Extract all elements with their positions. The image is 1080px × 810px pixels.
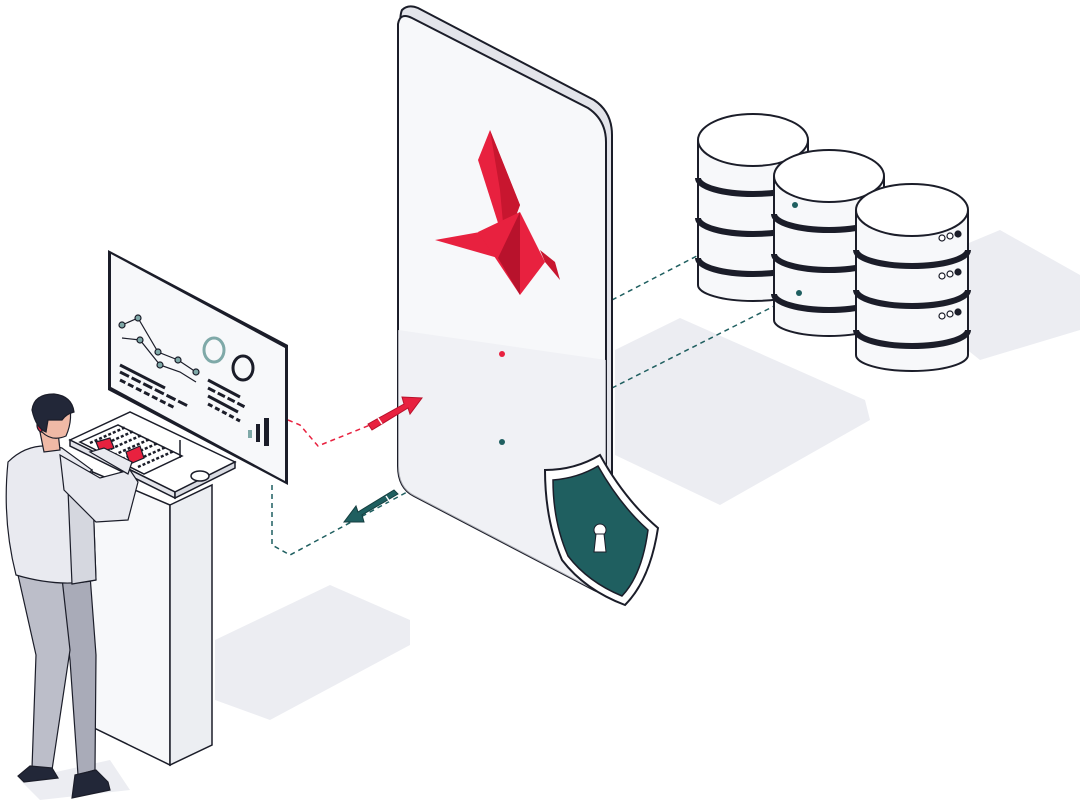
indicator-light <box>946 232 954 240</box>
bar <box>248 430 252 438</box>
text-line <box>119 378 176 410</box>
monitor-screen <box>111 254 285 481</box>
user-icon <box>5 393 145 799</box>
chart-point <box>192 368 200 376</box>
terminal-shadow <box>215 585 410 720</box>
terminal-pedestal-side <box>169 483 213 767</box>
bird-head <box>540 250 560 280</box>
server-c-top <box>855 183 969 237</box>
screen-donut-charts <box>202 336 255 382</box>
person-shoe-back <box>71 769 111 799</box>
donut-chart <box>202 336 226 364</box>
server-b-top <box>773 149 885 203</box>
database-servers <box>695 113 971 372</box>
screen-line-chart <box>118 314 200 383</box>
text-line <box>119 363 166 390</box>
chart-point <box>154 348 162 356</box>
incoming-port-dot <box>499 439 505 445</box>
person-hair <box>31 393 75 433</box>
server-a-top <box>697 113 809 167</box>
screen-text-lines <box>119 363 246 423</box>
indicator-light <box>946 270 954 278</box>
incoming-connection-line <box>271 441 501 556</box>
bar <box>264 418 269 446</box>
text-line <box>207 394 239 414</box>
person-arm <box>59 453 139 523</box>
chart-point <box>174 356 182 364</box>
chart-point <box>156 361 164 369</box>
chart-point <box>118 321 126 329</box>
ground-shadows <box>20 230 1080 800</box>
server-c-body <box>855 210 969 372</box>
indicator-light <box>954 230 962 238</box>
dashboard-screen-icon <box>108 250 288 485</box>
bird-wing-left <box>435 232 498 258</box>
person-forearm <box>88 447 133 475</box>
server-c-indicator-lights <box>938 230 962 320</box>
text-line <box>207 378 241 399</box>
outgoing-arrow-stripe <box>377 417 383 425</box>
keyhole-icon <box>593 523 607 553</box>
person-leg-front <box>17 574 71 771</box>
server-b-port-lower <box>796 290 802 296</box>
server-c-band-2 <box>853 289 971 309</box>
screen-bar-chart <box>248 418 269 446</box>
outgoing-port-dot <box>499 351 505 357</box>
text-line <box>207 402 241 423</box>
indicator-light <box>946 310 954 318</box>
indicator-light <box>954 308 962 316</box>
outgoing-arrow-body <box>367 396 423 431</box>
text-line <box>207 386 246 409</box>
server-b-port-upper <box>792 202 798 208</box>
indicator-light <box>938 234 946 242</box>
server-c-band-3 <box>853 329 971 349</box>
outgoing-arrow-icon <box>367 396 423 431</box>
gateway-shadow <box>615 318 870 505</box>
database-server-icon <box>853 183 971 372</box>
origami-bird-logo-icon <box>435 130 560 295</box>
chart-point <box>136 336 144 344</box>
mouse-icon <box>190 470 210 482</box>
security-shield-icon <box>543 453 660 607</box>
incoming-arrow-icon <box>343 489 399 523</box>
indicator-light <box>954 268 962 276</box>
chart-point <box>134 314 142 322</box>
server-link-lower <box>611 292 801 389</box>
indicator-light <box>938 312 946 320</box>
server-c-band-1 <box>853 249 971 269</box>
keyhole-stem <box>593 533 607 553</box>
bird-body-shade <box>498 212 520 295</box>
bar <box>256 424 260 442</box>
person-shoe-front <box>17 765 59 783</box>
incoming-arrow-stripe <box>385 495 391 503</box>
incoming-arrow-body <box>343 489 399 523</box>
donut-chart <box>231 354 255 382</box>
indicator-light <box>938 272 946 280</box>
